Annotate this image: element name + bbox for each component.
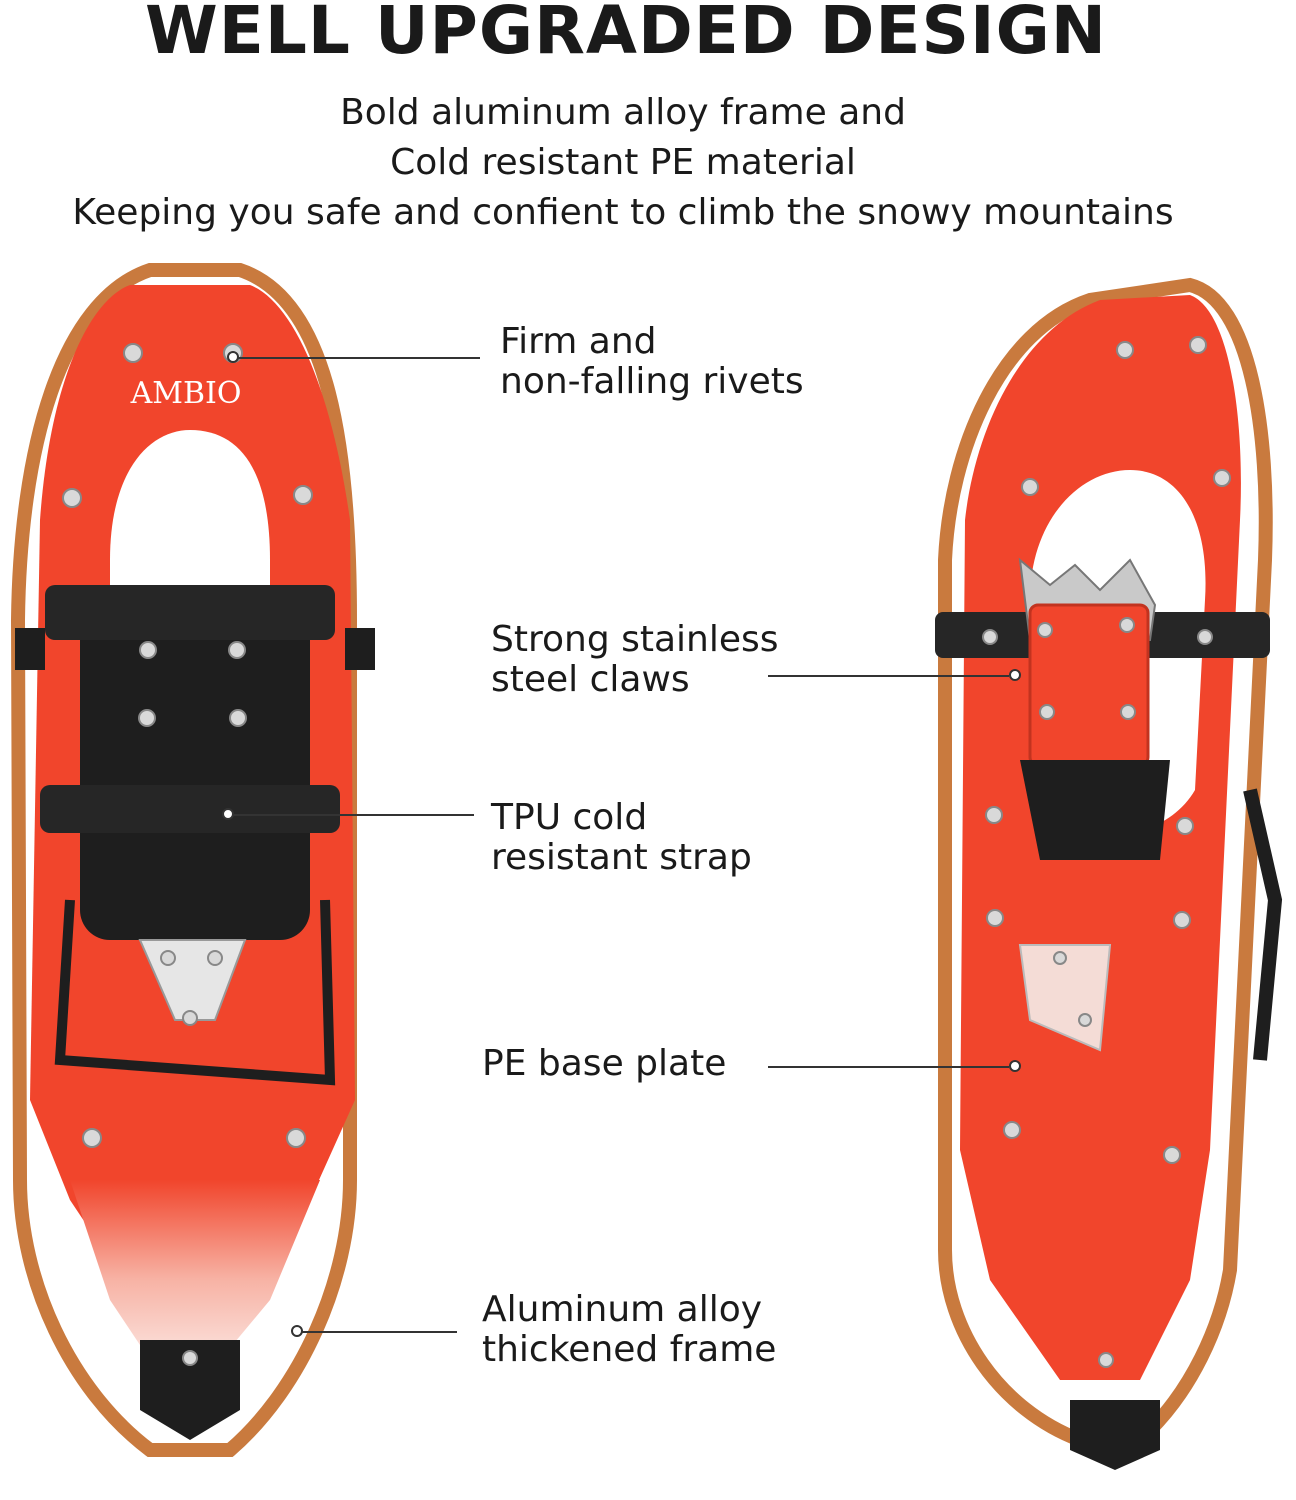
strap-leader-dot [222,808,234,820]
callout-base: PE base plate [482,1044,726,1084]
callout-frame-line-1: Aluminum alloy [482,1289,763,1330]
callout-strap: TPU cold resistant strap [491,798,752,878]
subtitle-line-2: Cold resistant PE material [390,142,856,183]
callout-frame-line-2: thickened frame [482,1329,777,1370]
callout-frame: Aluminum alloy thickened frame [482,1290,776,1370]
left-tail-plate [70,1180,320,1360]
left-strap-lower [40,785,340,833]
frame-leader-dot [291,1325,303,1337]
callout-strap-line-2: resistant strap [491,837,752,878]
callout-rivets: Firm and non-falling rivets [500,322,804,402]
left-binding-plate [80,600,310,940]
left-heel-strap [54,899,336,1086]
subtitle-line-3: Keeping you safe and confient to climb t… [72,192,1174,233]
base-leader-dot [1009,1060,1021,1072]
left-frame-tube [10,263,357,1457]
left-side-bracket-right [345,628,375,670]
right-snowshoe [935,277,1283,1470]
callout-claws: Strong stainless steel claws [491,620,779,700]
page-title: WELL UPGRADED DESIGN [144,0,1107,69]
callout-base-line-1: PE base plate [482,1043,727,1084]
callout-claws-line-2: steel claws [491,659,690,700]
right-binding-base [1020,760,1170,860]
callout-strap-line-1: TPU cold [491,797,648,838]
callout-rivets-line-2: non-falling rivets [500,361,804,402]
right-tail-cap [1070,1400,1160,1470]
claws-leader-dot [1009,669,1021,681]
callout-rivets-line-1: Firm and [500,321,657,362]
frame-leader-line [297,1331,457,1333]
left-strap-upper [45,585,335,640]
rivets-leader-dot [227,351,239,363]
left-side-bracket-left [15,628,45,670]
rivets-leader-line [233,357,480,359]
left-tail-cap [140,1340,240,1440]
subtitle-line-1: Bold aluminum alloy frame and [340,92,906,133]
right-heel-strap [1243,788,1283,1061]
subtitle: Bold aluminum alloy frame and Cold resis… [0,88,1246,238]
claws-leader-line [768,675,1009,677]
strap-leader-line [228,814,474,816]
callout-claws-line-1: Strong stainless [491,619,779,660]
right-rivets [982,336,1231,1368]
base-leader-line [768,1066,1009,1068]
left-snowshoe: AMBIO [10,263,375,1457]
left-brand-logo: AMBIO [130,376,242,411]
